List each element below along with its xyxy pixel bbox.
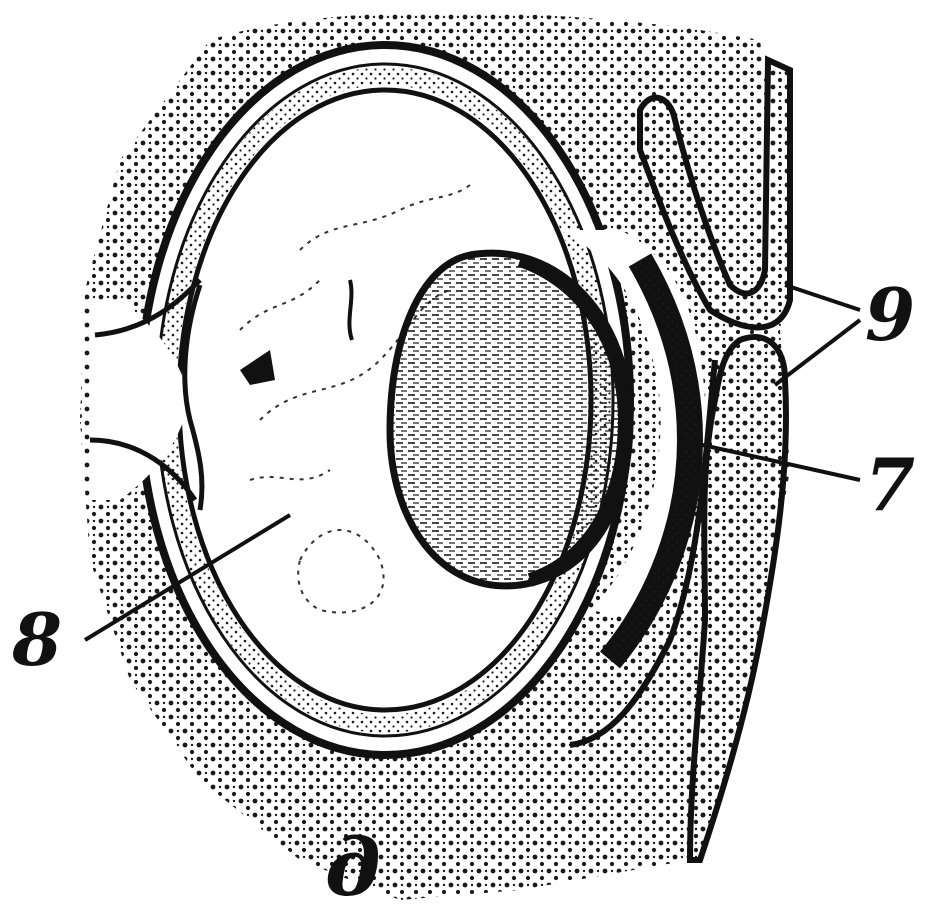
- label-8: 8: [11, 597, 62, 682]
- vitreous-streak: [349, 280, 352, 340]
- label-7: 7: [865, 442, 915, 527]
- panel-letter: д: [325, 820, 381, 914]
- leader-9-lower: [775, 320, 860, 385]
- label-9: 9: [865, 272, 915, 357]
- leader-9-upper: [785, 285, 860, 310]
